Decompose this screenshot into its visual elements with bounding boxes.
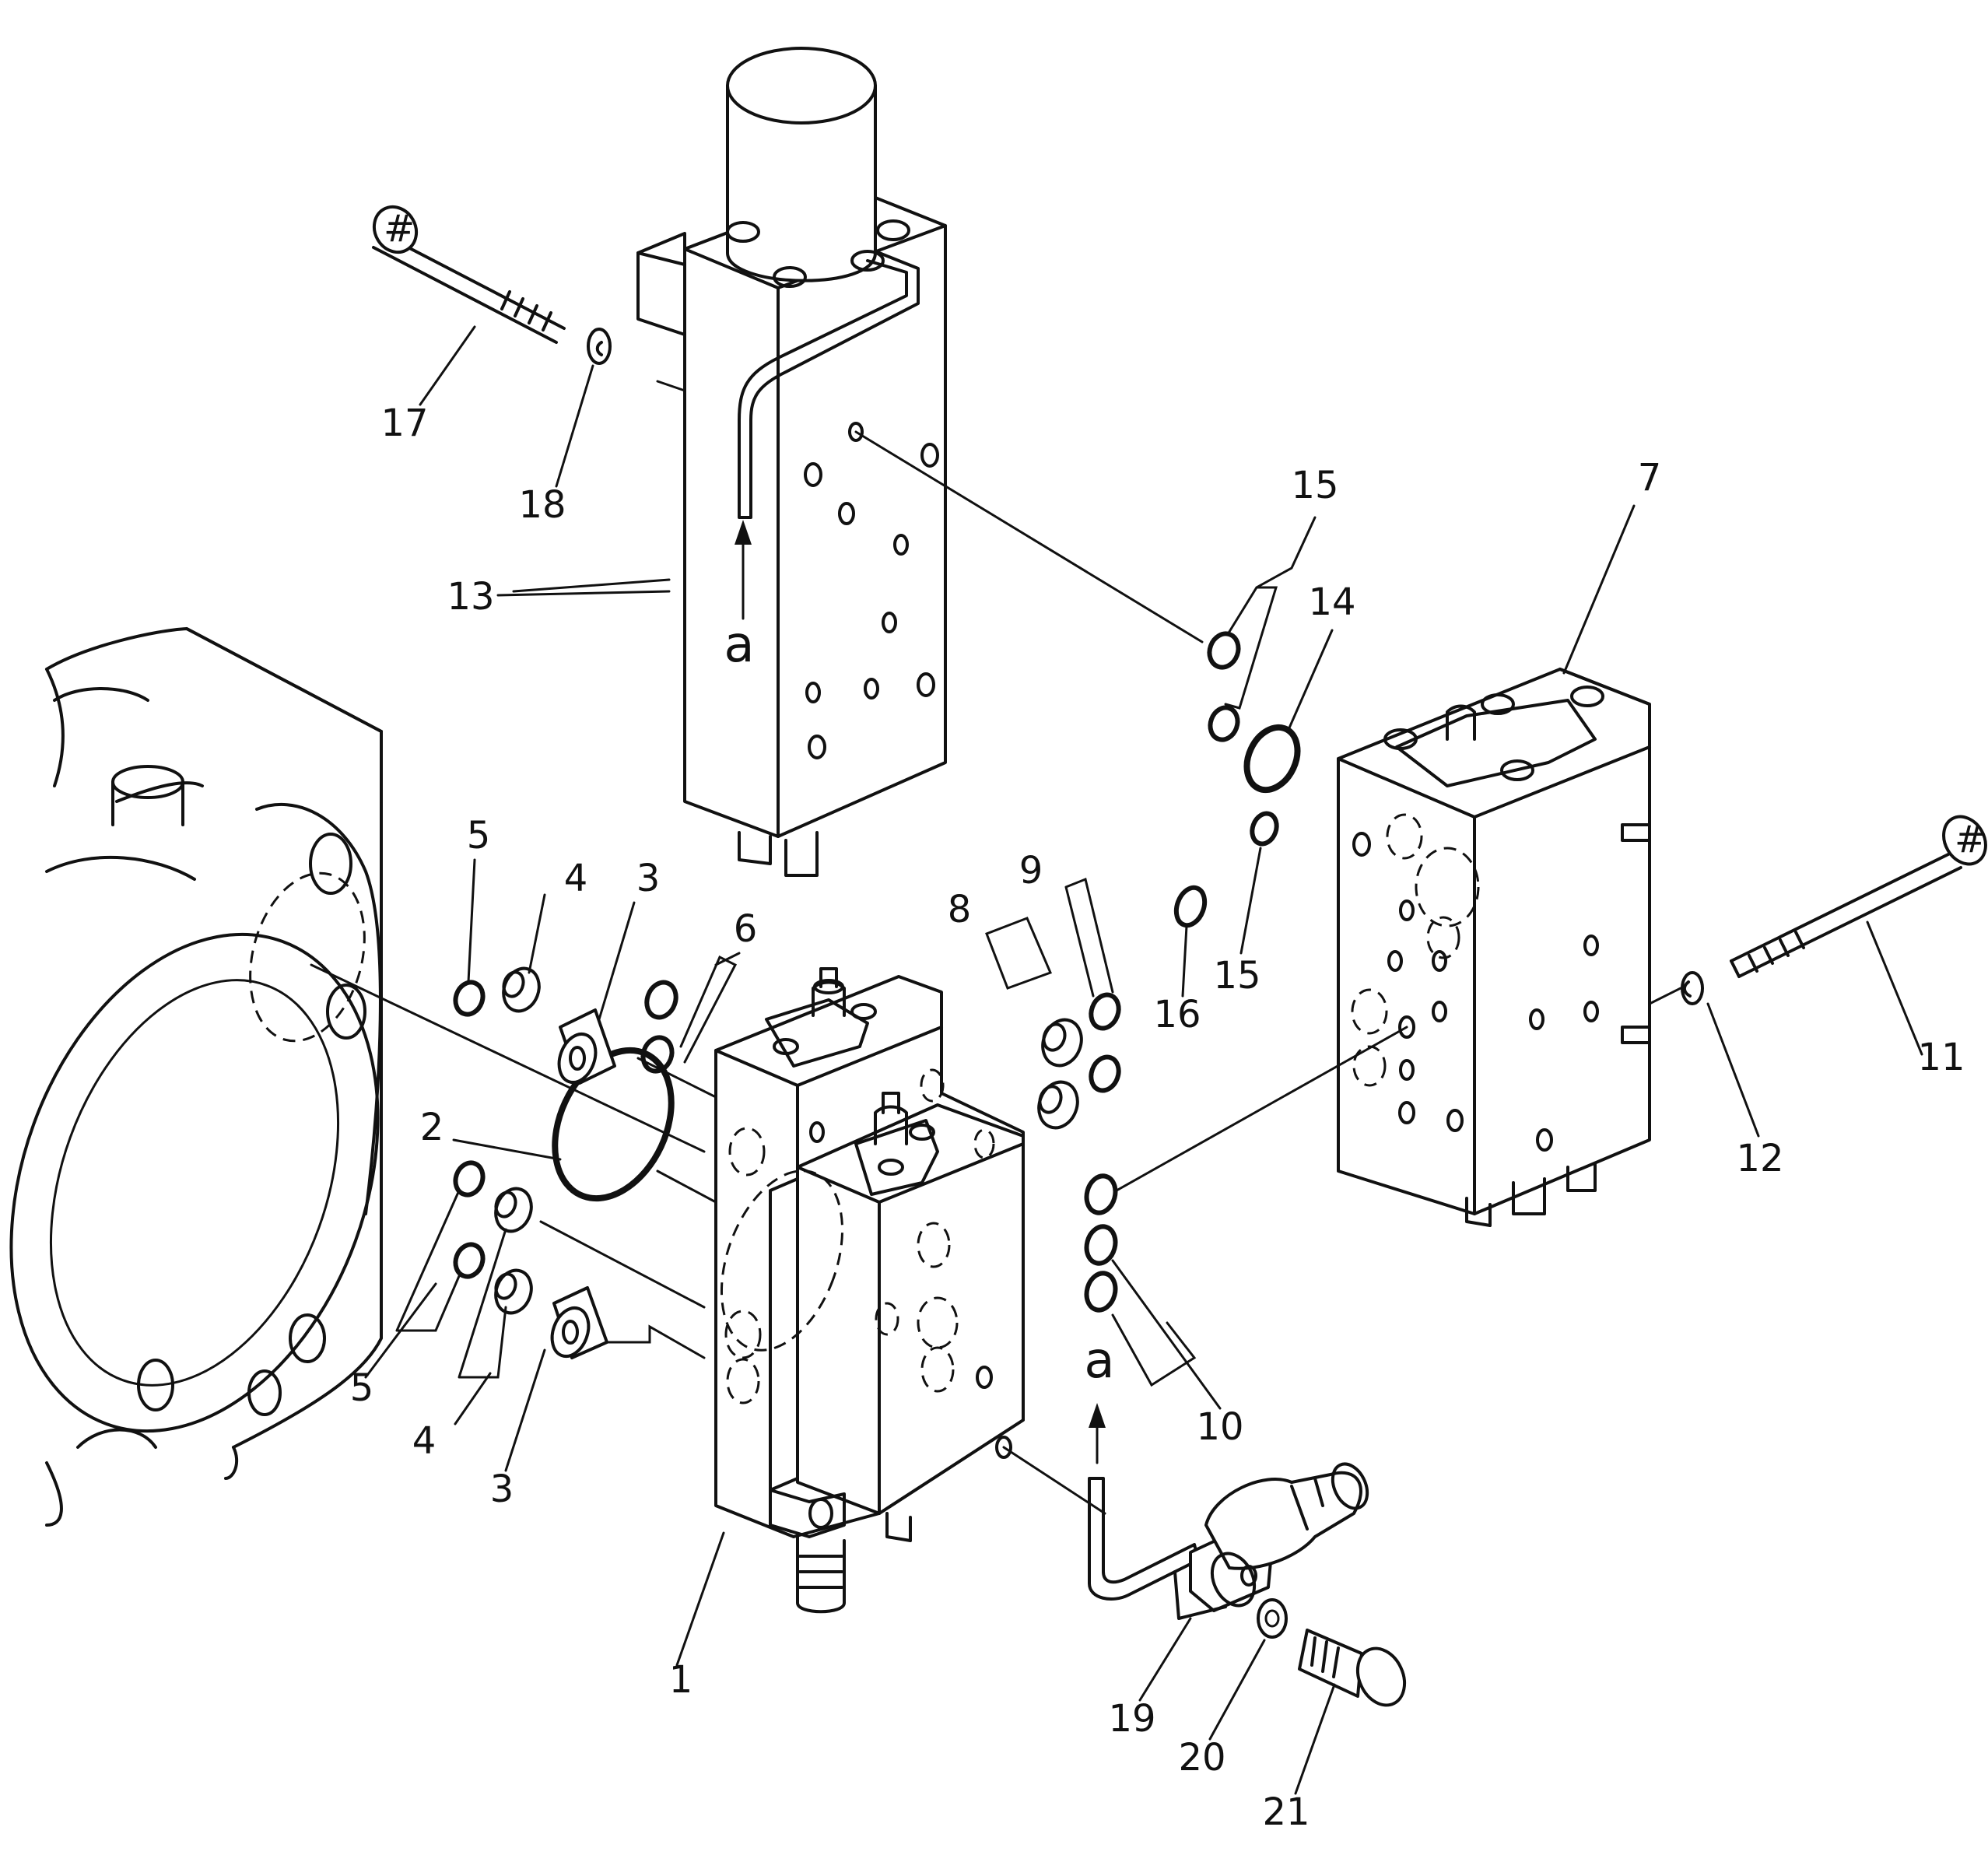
callout-3b: 3 [490, 1467, 514, 1511]
plug-4b [494, 1187, 533, 1233]
o-ring-9b [1089, 1054, 1121, 1093]
callout-10: 10 [1196, 1405, 1243, 1449]
o-ring-6b [640, 1035, 675, 1074]
o-ring-10c [1084, 1271, 1118, 1313]
callout-15a: 15 [1291, 464, 1338, 507]
sleeve-3a [557, 1008, 616, 1085]
svg-text:#: # [1955, 818, 1986, 861]
callout-labels: 1 2 3 3 4 4 5 5 6 7 8 9 10 11 12 13 14 1… [350, 402, 1965, 1834]
plug-8b [1037, 1080, 1079, 1130]
callout-14: 14 [1308, 580, 1355, 624]
callout-16: 16 [1153, 993, 1201, 1036]
plug-8a [1041, 1018, 1083, 1068]
callout-20: 20 [1178, 1736, 1225, 1780]
callout-15b: 15 [1213, 954, 1260, 998]
callout-5b: 5 [350, 1366, 374, 1410]
o-ring-14 [1243, 724, 1301, 794]
o-ring-10a [1084, 1173, 1118, 1215]
callout-9: 9 [1019, 849, 1043, 892]
pump-housing [9, 627, 706, 1527]
leader-lines [364, 325, 1923, 1795]
callout-5a: 5 [467, 814, 491, 857]
sleeve-3b [550, 1286, 608, 1359]
callout-2: 2 [420, 1106, 444, 1149]
plug-4a [502, 966, 541, 1013]
bolt-21 [1298, 1629, 1407, 1707]
o-ring-6a [644, 980, 678, 1020]
view-arrows [735, 520, 1106, 1464]
washer-20 [1257, 1598, 1288, 1639]
callout-3a: 3 [636, 857, 661, 900]
o-ring-10b [1084, 1224, 1118, 1266]
callout-12: 12 [1736, 1137, 1783, 1180]
o-ring-15a [1207, 631, 1241, 670]
lower-valve-block [539, 967, 1106, 1614]
o-ring-2 [552, 1047, 675, 1202]
bolt-11: # [1730, 815, 1987, 978]
washer-18 [587, 328, 612, 365]
callout-17: 17 [380, 402, 428, 445]
view-marker-a-bottom: a [1084, 1332, 1114, 1390]
solenoid-coil [726, 47, 877, 282]
callout-4b: 4 [412, 1419, 437, 1463]
bolt-17: # [372, 205, 566, 344]
callout-6: 6 [734, 907, 758, 951]
view-marker-a-top: a [724, 616, 754, 674]
o-ring-15c [1250, 811, 1279, 847]
seal-parts [453, 631, 1301, 1359]
upper-valve-block [496, 47, 1204, 877]
callout-8: 8 [948, 888, 972, 931]
o-ring-9a [1089, 992, 1121, 1031]
sensor-assembly [1088, 1462, 1369, 1620]
callout-11: 11 [1917, 1036, 1965, 1079]
callout-7: 7 [1638, 456, 1662, 500]
washer-12 [1681, 971, 1704, 1005]
callout-19: 19 [1108, 1697, 1155, 1741]
callout-4a: 4 [564, 857, 588, 900]
callout-13: 13 [447, 575, 494, 619]
callout-18: 18 [518, 483, 566, 527]
plug-4c [494, 1268, 533, 1315]
svg-text:#: # [384, 207, 415, 251]
o-ring-15b [1208, 705, 1240, 742]
o-ring-5b [453, 1160, 486, 1197]
callout-21: 21 [1262, 1790, 1310, 1834]
o-ring-5a [453, 980, 486, 1017]
callout-1: 1 [669, 1658, 693, 1702]
o-ring-5c [453, 1242, 486, 1279]
o-ring-16 [1173, 885, 1208, 928]
right-valve-block [1115, 668, 1682, 1227]
